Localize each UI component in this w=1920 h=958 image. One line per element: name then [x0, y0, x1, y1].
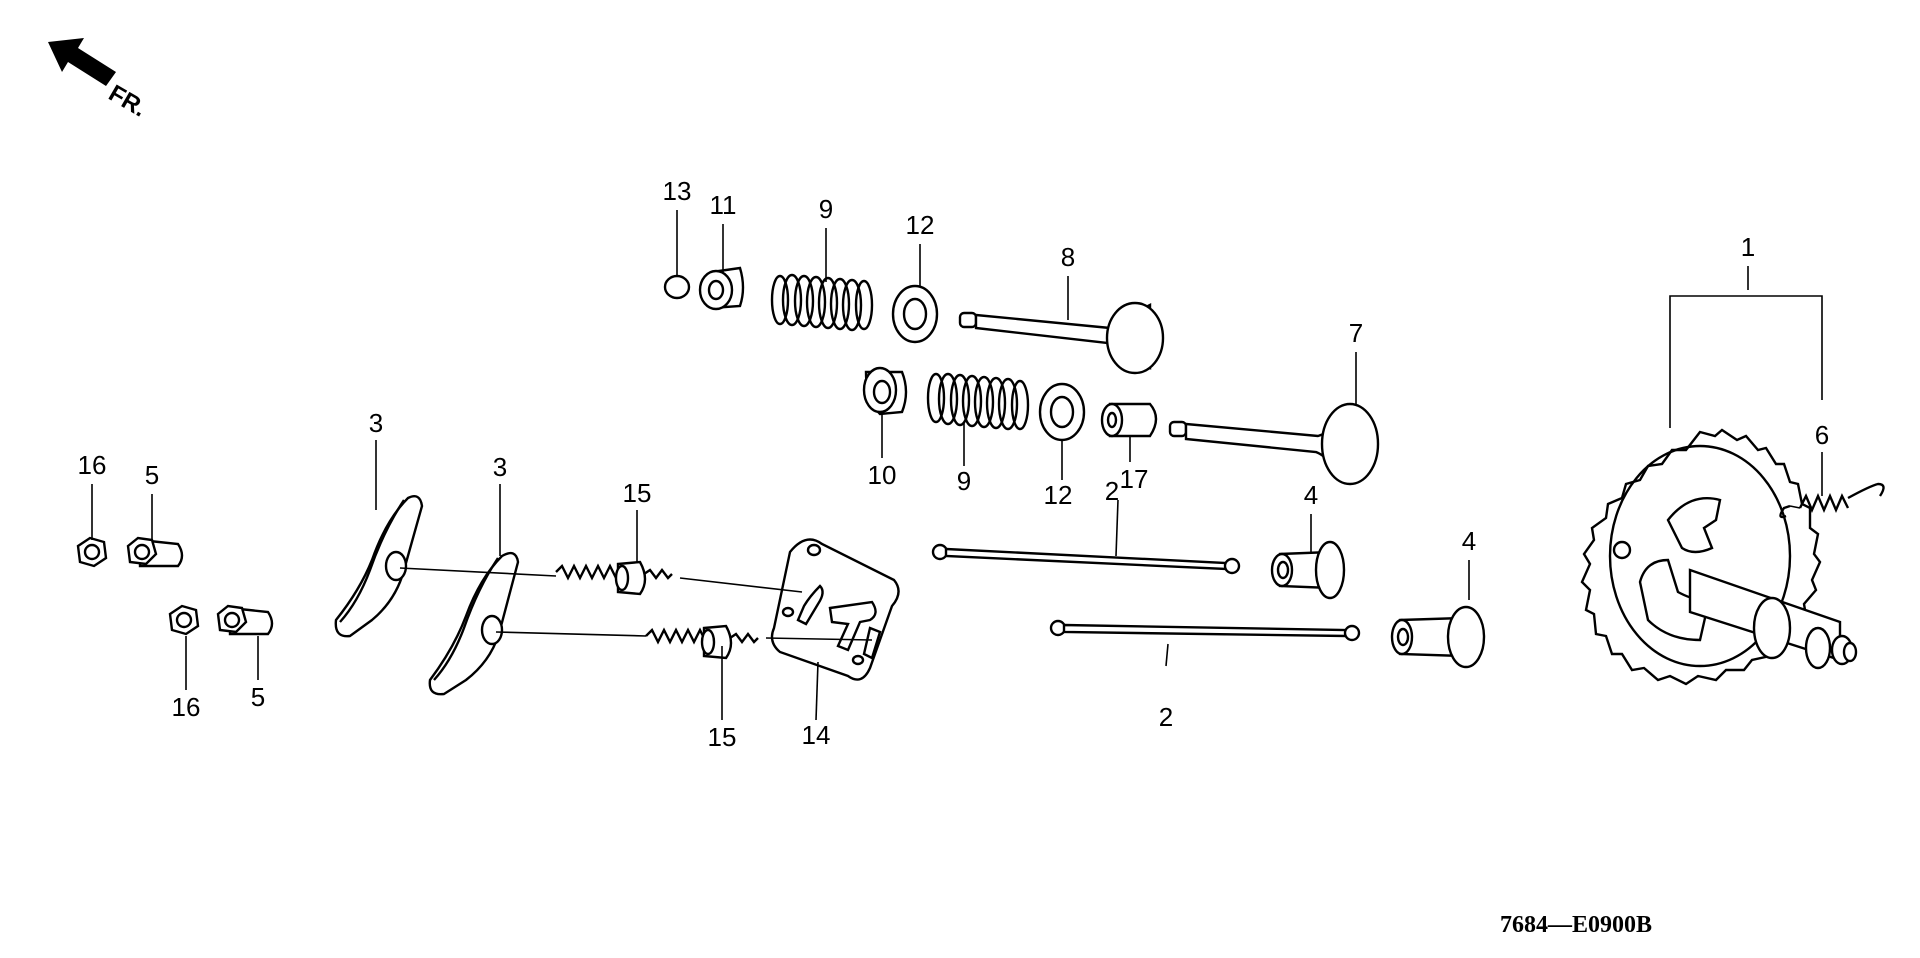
callout-2-upper: 2 — [1105, 476, 1119, 506]
valve-spring-seat-icon — [891, 284, 939, 344]
push-rod-icon — [1049, 619, 1361, 642]
callout-16-lower: 16 — [172, 692, 201, 722]
rocker-arm-pivot-bolt-icon — [555, 560, 673, 596]
rocker-arm-icon — [428, 551, 520, 696]
adjusting-nut-icon — [126, 536, 184, 568]
callout-leaders — [91, 210, 1823, 721]
valve-spring-seat-icon — [1038, 382, 1086, 442]
callout-9-lower: 9 — [957, 466, 971, 496]
push-rod-icon — [931, 543, 1241, 575]
callout-12-upper: 12 — [906, 210, 935, 240]
callout-15-upper: 15 — [623, 478, 652, 508]
callout-6: 6 — [1815, 420, 1829, 450]
callout-10: 10 — [868, 460, 897, 490]
callout-9-upper: 9 — [819, 194, 833, 224]
front-direction-label: FR. — [104, 80, 151, 123]
rocker-arm-pivot-bolt-icon — [645, 624, 759, 660]
valve-rotator-icon — [698, 266, 745, 311]
callout-3-right: 3 — [493, 452, 507, 482]
callout-17: 17 — [1120, 464, 1149, 494]
intake-valve-icon — [958, 301, 1165, 375]
callout-8: 8 — [1061, 242, 1075, 272]
callout-12-lower: 12 — [1044, 480, 1073, 510]
callout-4-left: 4 — [1304, 480, 1318, 510]
callout-4-right: 4 — [1462, 526, 1476, 556]
valve-stem-seal-icon — [1100, 402, 1158, 438]
callout-5-upper: 5 — [145, 460, 159, 490]
decompressor-spring-icon — [1779, 482, 1885, 519]
valve-spring-retainer-icon — [862, 366, 908, 416]
valve-cap-icon — [663, 274, 691, 300]
valve-lifter-icon — [1390, 605, 1486, 669]
valve-spring-icon — [770, 273, 874, 332]
pivot-lock-nut-icon — [76, 536, 108, 568]
callout-5-lower: 5 — [251, 682, 265, 712]
assembly-lines — [399, 567, 873, 641]
pivot-lock-nut-icon — [168, 604, 200, 636]
camshaft-gear-icon — [1580, 428, 1858, 686]
callout-7: 7 — [1349, 318, 1363, 348]
diagram-code: 7684—E0900B — [1500, 912, 1652, 938]
callouts: 13 11 9 12 8 7 1 6 10 9 12 17 2 2 4 4 3 … — [78, 176, 1830, 752]
callout-3-left: 3 — [369, 408, 383, 438]
adjusting-nut-icon — [216, 604, 274, 636]
callout-14: 14 — [802, 720, 831, 750]
push-rod-guide-plate-icon — [770, 538, 900, 681]
valve-spring-icon — [926, 372, 1030, 431]
callout-13: 13 — [663, 176, 692, 206]
front-direction-arrow-icon — [48, 38, 116, 86]
callout-16-upper: 16 — [78, 450, 107, 480]
valve-lifter-icon — [1270, 540, 1346, 600]
callout-2-lower: 2 — [1159, 702, 1173, 732]
callout-1: 1 — [1741, 232, 1755, 262]
callout-11: 11 — [710, 190, 737, 220]
callout-15-lower: 15 — [708, 722, 737, 752]
rocker-arm-icon — [334, 495, 424, 638]
exhaust-valve-icon — [1168, 402, 1380, 486]
